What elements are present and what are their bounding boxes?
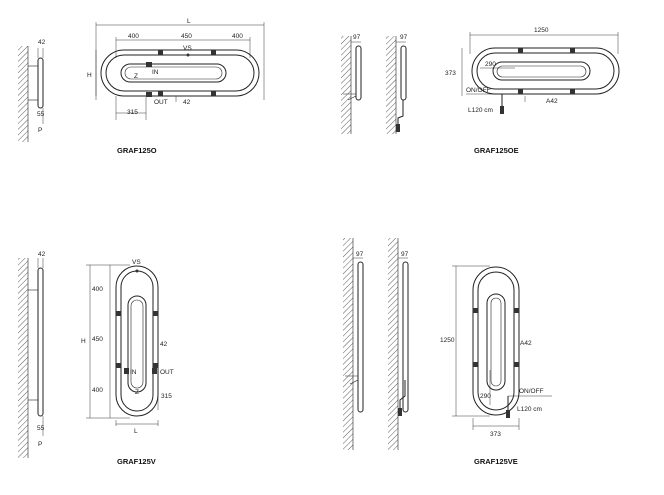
graf125o-lower-dim: 315	[127, 109, 138, 116]
graf125o-vs-label: VS	[183, 45, 192, 52]
graf125o-side-p-label: P	[38, 127, 42, 134]
graf125oe-height-dim: 373	[445, 70, 456, 77]
graf125oe-side-b-dim: 97	[400, 34, 408, 41]
graf125v-bottom-dim: 400	[92, 387, 103, 394]
graf125oe-cable-length: L120 cm	[468, 107, 493, 114]
graf125o-center-dim: 450	[181, 33, 192, 40]
graf125ve-width-dim: 373	[490, 431, 501, 438]
graf125v-side-bottom-dim: 55	[37, 425, 45, 432]
graf125ve-total-dim: 1250	[440, 337, 455, 344]
graf125ve-switch-label: ON/OFF	[519, 388, 544, 395]
graf125v-width-dim: L	[134, 428, 138, 435]
graf125v-drawing: 42 55 P H 400 450 400 VS IN Z	[18, 251, 174, 466]
graf125o-right-dim: 400	[232, 33, 243, 40]
graf125o-left-dim: 400	[128, 33, 139, 40]
graf125ve-pipe-dim: A42	[520, 340, 532, 347]
graf125o-total-dim: L	[187, 18, 191, 25]
graf125o-out-label: OUT	[154, 99, 168, 106]
graf125oe-switch-label: ON/OFF	[466, 87, 491, 94]
graf125v-top-dim: 400	[92, 286, 103, 293]
graf125ve-side-view: 97 97	[343, 238, 409, 450]
graf125v-height-dim: H	[81, 338, 86, 345]
graf125o-drawing: 42 55 P L 400 450 400 H	[18, 18, 265, 155]
graf125o-side-view: 42 55 P	[18, 39, 46, 142]
graf125v-side-view: 42 55 P	[18, 251, 46, 458]
graf125v-side-top-dim: 42	[38, 251, 46, 258]
graf125ve-cable-length: L120 cm	[517, 406, 542, 413]
graf125v-pipe-dim: 42	[160, 341, 168, 348]
graf125v-caption: GRAF125V	[117, 457, 156, 466]
graf125oe-pipe-dim: A42	[546, 98, 558, 105]
graf125o-pipe-dim: 42	[183, 99, 191, 106]
graf125o-in-label: IN	[152, 69, 159, 76]
graf125oe-front-view: 1250 373 290 ON/OFF L120 cm A42	[445, 27, 620, 114]
graf125v-vs-label: VS	[132, 259, 141, 266]
graf125v-lower-dim: 315	[161, 393, 172, 400]
graf125oe-side-a-dim: 97	[353, 34, 361, 41]
graf125ve-cable-dim: 290	[480, 393, 491, 400]
graf125o-side-top-dim: 42	[38, 39, 46, 46]
graf125oe-total-dim: 1250	[534, 27, 549, 34]
graf125ve-front-view: 1250 A42 290 ON/OFF L120 cm 373	[440, 265, 552, 438]
graf125v-mid-dim: 450	[92, 336, 103, 343]
graf125o-z-label: Z	[134, 73, 138, 80]
graf125v-in-label: IN	[130, 369, 137, 376]
graf125oe-cable-dim: 290	[485, 61, 496, 68]
graf125ve-caption: GRAF125VE	[474, 457, 518, 466]
graf125oe-caption: GRAF125OE	[474, 146, 519, 155]
graf125o-side-bottom-dim: 55	[37, 111, 45, 118]
graf125oe-drawing: 97 97 1250 373 290	[341, 27, 620, 155]
graf125ve-side-a-dim: 97	[356, 251, 364, 258]
graf125v-side-p-label: P	[38, 441, 42, 448]
graf125o-caption: GRAF125O	[117, 146, 157, 155]
graf125v-z-label: Z	[135, 389, 139, 396]
graf125v-front-view: H 400 450 400 VS IN Z OUT 42 315	[81, 259, 174, 435]
graf125v-out-label: OUT	[160, 369, 174, 376]
graf125ve-side-b-dim: 97	[401, 251, 409, 258]
graf125oe-side-view: 97 97	[341, 34, 408, 134]
graf125o-height-dim: H	[87, 72, 92, 79]
graf125ve-drawing: 97 97 1250 A42 290	[343, 238, 552, 466]
graf125o-front-view: L 400 450 400 H VS IN	[87, 18, 265, 120]
